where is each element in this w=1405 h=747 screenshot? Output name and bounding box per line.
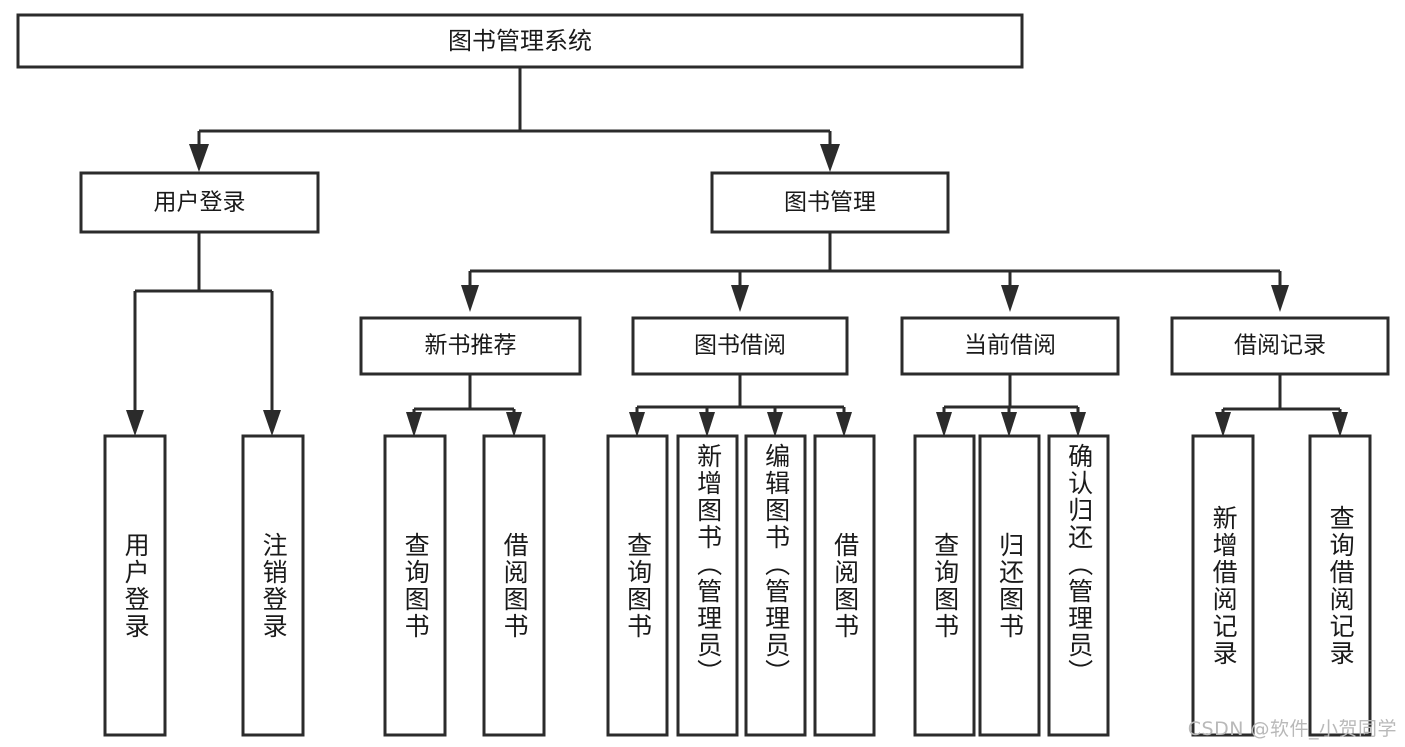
leaf-box-add-book[interactable]: [676, 434, 739, 737]
arrow-icon-to-user-login: [189, 144, 209, 172]
arrow-icon-to-leaf-borrow-book-1: [506, 412, 522, 437]
leaf-box-query-book-1[interactable]: [383, 434, 447, 737]
arrow-icon-to-book-borrow: [731, 285, 749, 312]
connector-book-management-to-bar: [468, 232, 1282, 292]
leaf-box-query-borrow-record[interactable]: [1308, 434, 1372, 737]
node-book-borrow[interactable]: 图书借阅: [631, 316, 849, 376]
leaf-box-query-book-2[interactable]: [606, 434, 669, 737]
arrow-icon-to-leaf-return-book: [1001, 412, 1017, 437]
node-book-borrow-label: 图书借阅: [694, 333, 786, 359]
leaf-box-borrow-book-2[interactable]: [813, 434, 876, 737]
connector-user-login-to-bar: [133, 232, 274, 414]
arrow-icon-to-leaf-add-book: [699, 412, 715, 437]
connector-new-book-recommend-to-bar: [412, 374, 516, 417]
connector-root-to-bar: [197, 67, 832, 152]
node-book-management-label: 图书管理: [784, 190, 876, 216]
connector-group: [133, 67, 1342, 417]
leaf-box-confirm-return[interactable]: [1047, 434, 1110, 737]
arrow-icon-to-leaf-user-logout: [263, 410, 281, 436]
arrow-icon-to-leaf-query-borrow-record: [1332, 412, 1348, 437]
node-root-book-management-system[interactable]: 图书管理系统: [16, 13, 1024, 69]
arrow-icon-to-leaf-edit-book: [767, 412, 783, 437]
node-borrow-record-label: 借阅记录: [1234, 333, 1326, 359]
csdn-watermark: CSDN @软件_小贺同学: [1187, 718, 1397, 740]
connector-borrow-record-to-bar: [1221, 374, 1342, 417]
leaf-box-return-book[interactable]: [978, 434, 1041, 737]
arrow-icon-to-current-borrow: [1001, 285, 1019, 312]
arrow-icon-to-leaf-query-book-2: [629, 412, 645, 437]
arrow-icon-to-borrow-record: [1271, 285, 1289, 312]
arrow-icon-to-leaf-add-borrow-record: [1215, 412, 1231, 437]
arrow-icon-to-leaf-query-book-3: [936, 412, 952, 437]
leaf-box-borrow-book-1[interactable]: [482, 434, 546, 737]
arrow-icon-to-leaf-user-login: [126, 410, 144, 436]
node-new-book-recommend-label: 新书推荐: [425, 333, 517, 359]
arrow-icon-to-leaf-borrow-book-2: [836, 412, 852, 437]
leaf-box-user-logout[interactable]: [241, 434, 305, 737]
leaf-box-add-borrow-record[interactable]: [1191, 434, 1255, 737]
node-new-book-recommend[interactable]: 新书推荐: [359, 316, 582, 376]
node-user-login[interactable]: 用户登录: [79, 171, 320, 234]
node-root-label: 图书管理系统: [448, 27, 592, 55]
arrow-icon-to-leaf-query-book-1: [406, 412, 422, 437]
node-borrow-record[interactable]: 借阅记录: [1170, 316, 1390, 376]
arrowhead-group: [126, 144, 1348, 437]
arrow-icon-to-leaf-confirm-return: [1070, 412, 1086, 437]
leaf-box-user-login[interactable]: [103, 434, 167, 737]
leaf-box-group: [103, 434, 1372, 737]
node-book-management[interactable]: 图书管理: [710, 171, 950, 234]
connector-book-borrow-to-bar: [635, 374, 846, 417]
node-user-login-label: 用户登录: [154, 190, 246, 216]
node-current-borrow-label: 当前借阅: [964, 333, 1056, 359]
node-current-borrow[interactable]: 当前借阅: [900, 316, 1120, 376]
leaf-box-edit-book[interactable]: [744, 434, 807, 737]
connector-current-borrow-to-bar: [942, 374, 1080, 417]
arrow-icon-to-new-book-recommend: [461, 285, 479, 312]
arrow-icon-to-book-management: [820, 144, 840, 172]
leaf-box-query-book-3[interactable]: [913, 434, 976, 737]
